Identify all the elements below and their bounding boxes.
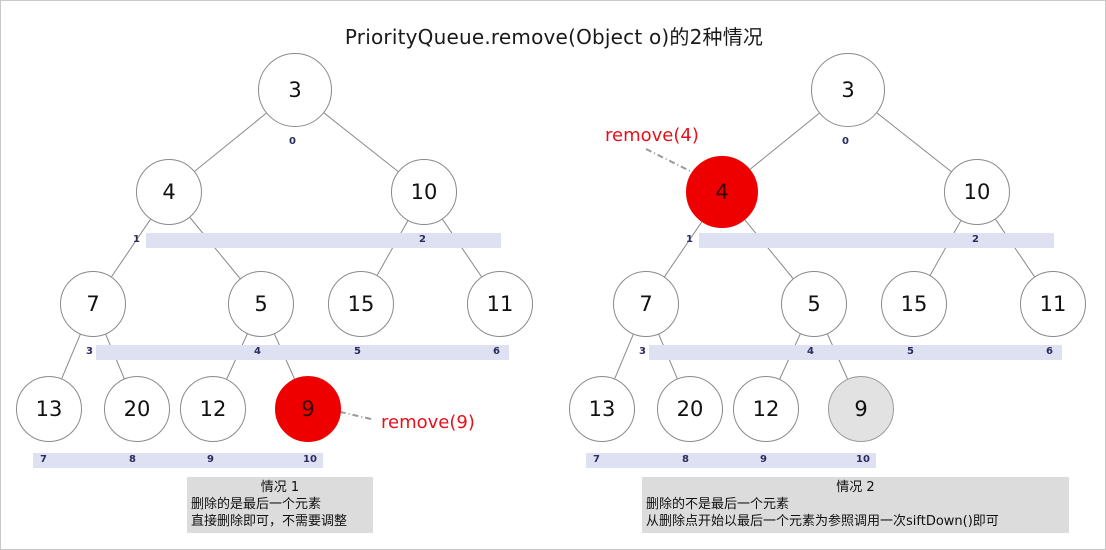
case-caption-heading: 情况 2 [836, 480, 875, 495]
array-index-label: 5 [354, 346, 361, 357]
array-index-label: 7 [593, 454, 600, 465]
remove-callout-label: remove(9) [381, 412, 475, 433]
tree-node[interactable]: 13 [569, 376, 635, 442]
tree-node[interactable]: 10 [391, 159, 457, 225]
array-index-label: 9 [760, 454, 767, 465]
array-index-label: 7 [40, 454, 47, 465]
tree-node[interactable]: 10 [944, 159, 1010, 225]
array-index-label: 2 [419, 234, 426, 245]
index-row-highlight [649, 345, 1062, 360]
tree-edge [376, 220, 409, 276]
tree-node[interactable]: 7 [613, 271, 679, 337]
tree-node[interactable]: 3 [258, 53, 332, 127]
tree-node[interactable]: 11 [467, 271, 533, 337]
index-row-highlight [96, 345, 509, 360]
tree-edge [744, 219, 794, 279]
tree-node[interactable]: 15 [881, 271, 947, 337]
index-row-highlight [699, 233, 1054, 248]
diagram-title: PriorityQueue.remove(Object o)的2种情况 [344, 25, 764, 49]
index-row-highlight [33, 453, 323, 468]
index-row-highlight [146, 233, 501, 248]
tree-node[interactable]: 4 [136, 159, 202, 225]
tree-edge [614, 334, 634, 379]
tree-edge [194, 112, 267, 172]
case-caption: 情况 2 删除的不是最后一个元素从删除点开始以最后一个元素为参照调用一次siftD… [642, 477, 1069, 533]
array-index-label: 8 [129, 454, 136, 465]
tree-node[interactable]: 9 [828, 376, 894, 442]
tree-edge [876, 112, 952, 172]
tree-node[interactable]: 7 [60, 271, 126, 337]
tree-edge [929, 220, 962, 276]
tree-edge [664, 221, 703, 277]
tree-node[interactable]: 4 [686, 156, 758, 228]
tree-node[interactable]: 15 [328, 271, 394, 337]
case-caption-line: 删除的不是最后一个元素 [646, 497, 790, 512]
array-index-label: 6 [493, 346, 500, 357]
tree-edge [749, 112, 820, 170]
array-index-label: 1 [133, 234, 140, 245]
array-index-label: 4 [254, 346, 261, 357]
array-index-label: 6 [1046, 346, 1053, 357]
tree-node[interactable]: 5 [781, 271, 847, 337]
case-caption-line: 删除的是最后一个元素 [191, 497, 322, 512]
array-index-label: 5 [907, 346, 914, 357]
tree-edge [61, 334, 81, 379]
array-index-label: 8 [682, 454, 689, 465]
tree-edge [189, 217, 241, 279]
tree-edge [111, 219, 151, 277]
tree-node[interactable]: 13 [16, 376, 82, 442]
array-index-label: 3 [639, 346, 646, 357]
tree-node[interactable]: 9 [275, 376, 341, 442]
array-index-label: 9 [207, 454, 214, 465]
tree-node[interactable]: 12 [733, 376, 799, 442]
tree-node[interactable]: 20 [657, 376, 723, 442]
tree-node[interactable]: 3 [811, 53, 885, 127]
array-index-label: 0 [842, 136, 849, 147]
case-caption-line: 直接删除即可，不需要调整 [191, 514, 348, 529]
index-row-highlight [586, 453, 876, 468]
tree-node[interactable]: 12 [180, 376, 246, 442]
remove-callout-label: remove(4) [605, 125, 699, 146]
tree-node[interactable]: 5 [228, 271, 294, 337]
case-caption-line: 从删除点开始以最后一个元素为参照调用一次siftDown()即可 [646, 514, 999, 529]
tree-edge [442, 219, 482, 277]
case-caption-heading: 情况 1 [260, 480, 300, 495]
array-index-label: 1 [686, 234, 693, 245]
array-index-label: 10 [856, 454, 870, 465]
case-caption: 情况 1 删除的是最后一个元素直接删除即可，不需要调整 [187, 477, 373, 533]
array-index-label: 4 [807, 346, 814, 357]
tree-node[interactable]: 20 [104, 376, 170, 442]
array-index-label: 2 [972, 234, 979, 245]
array-index-label: 3 [86, 346, 93, 357]
tree-node[interactable]: 11 [1020, 271, 1086, 337]
array-index-label: 0 [289, 136, 296, 147]
array-index-label: 10 [303, 454, 317, 465]
tree-edge [323, 112, 399, 172]
tree-edge [995, 219, 1035, 277]
